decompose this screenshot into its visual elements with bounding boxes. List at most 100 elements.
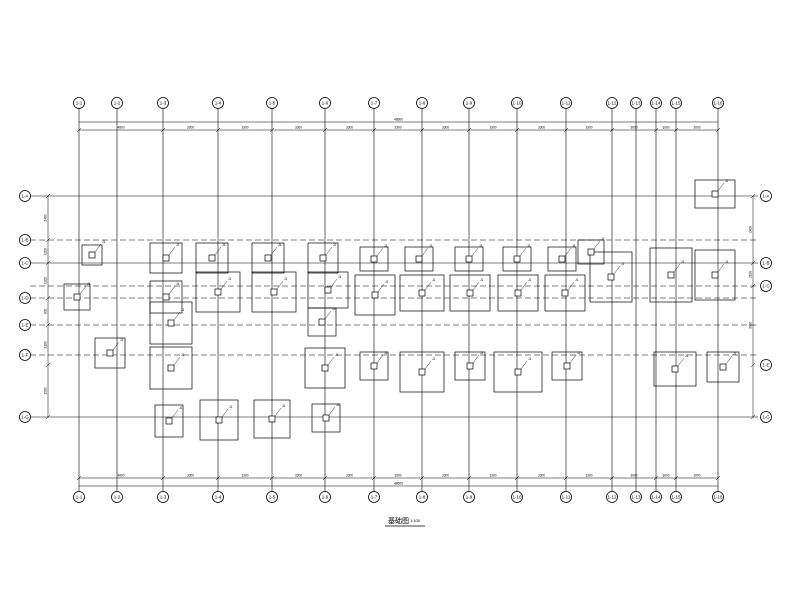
column-30	[563, 362, 571, 370]
footing-tag: J1	[429, 244, 433, 248]
dim-right-value: 2100	[749, 271, 753, 278]
footing-tag: J1	[284, 277, 288, 281]
axis-bubble-label: 1-5	[269, 101, 276, 106]
axis-bubble-left-1-B	[19, 234, 31, 246]
axis-bubble-label: 1-16	[713, 495, 723, 500]
dim-right-value: 3000	[749, 322, 753, 329]
axis-bubble-right-1-B	[760, 257, 772, 269]
footing-tag: J1	[385, 280, 389, 284]
axis-bubble-top-1-2	[111, 97, 123, 109]
footing-tag: J1	[278, 243, 282, 247]
footing-leader	[221, 408, 229, 418]
dim-bottom-tick	[609, 475, 615, 481]
dim-left-value: 1200	[44, 277, 48, 284]
column-34	[711, 190, 719, 198]
dim-bottom-value: 3000	[693, 474, 700, 478]
axis-bubble-label: 1-15	[671, 495, 681, 500]
axis-bubble-label: 1-3	[160, 495, 167, 500]
dim-bottom-tick	[653, 475, 659, 481]
footing-11	[251, 271, 297, 313]
footing-leader	[324, 310, 332, 320]
footing-leader	[173, 356, 181, 366]
axis-bubble-bottom-1-15	[670, 491, 682, 503]
footing-tag: J1	[480, 278, 484, 282]
footing-tag: J1	[572, 244, 576, 248]
axis-bubble-top-1-8	[416, 97, 428, 109]
column-21	[466, 289, 474, 297]
footing-tag: J1	[228, 277, 232, 281]
footing-1	[81, 244, 103, 266]
dim-bottom-tick	[160, 475, 166, 481]
column-8	[208, 254, 216, 262]
axis-bubble-top-1-16	[712, 97, 724, 109]
dim-bottom-tick	[76, 475, 82, 481]
dim-left-tick	[45, 414, 51, 420]
axis-bubble-label: 1-3	[160, 101, 167, 106]
axis-bubble-top-1-13	[630, 97, 642, 109]
axis-bubble-label: 1-12	[607, 101, 617, 106]
dim-bottom-value: 3300	[538, 474, 545, 478]
footing-17	[354, 274, 396, 316]
axis-bubble-label: 1-12	[607, 495, 617, 500]
footing-tag: J1	[432, 278, 436, 282]
footing-leader	[112, 341, 120, 351]
column-17	[371, 291, 379, 299]
footing-34	[694, 179, 736, 209]
column-41	[719, 363, 727, 371]
axis-bubble-label: 1-7	[371, 101, 378, 106]
dim-top-tick	[653, 127, 659, 133]
dim-bottom-tick	[215, 475, 221, 481]
footing-leader	[421, 247, 429, 257]
dim-bottom-value: 3300	[394, 474, 401, 478]
footing-24	[547, 246, 577, 272]
footing-14	[307, 307, 337, 337]
footing-leader	[376, 354, 384, 364]
footing-tag: J1	[333, 243, 337, 247]
footing-tag: J1	[181, 353, 185, 357]
dim-bottom-value: 3300	[442, 474, 449, 478]
dim-top-value: 3300	[585, 126, 592, 130]
dim-top-value: 3300	[489, 126, 496, 130]
axis-bubble-label: 1-C	[21, 261, 29, 266]
axis-bubble-top-1-14	[650, 97, 662, 109]
dim-top-tick	[215, 127, 221, 133]
footing-19	[399, 274, 445, 312]
footing-leader	[424, 360, 432, 370]
axis-bubble-top-1-6	[319, 97, 331, 109]
dim-top-value: 4800	[117, 126, 124, 130]
footing-tag: J1	[335, 353, 339, 357]
axis-bubble-label: 1-2	[114, 101, 121, 106]
footing-leader	[472, 354, 480, 364]
axis-bubble-label: 1-A	[21, 194, 28, 199]
footing-tag: J1	[384, 351, 388, 355]
column-20	[465, 255, 473, 263]
dim-right-tick	[750, 260, 756, 266]
axis-bubble-top-1-9	[463, 97, 475, 109]
footing-leader	[593, 240, 601, 250]
axis-bubble-right-1-G	[760, 411, 772, 423]
dim-top-tick	[673, 127, 679, 133]
axis-bubbles: 1-11-11-21-21-31-31-41-41-51-51-61-61-71…	[19, 97, 772, 503]
column-16	[370, 255, 378, 263]
axis-bubble-left-1-F	[19, 349, 31, 361]
column-31	[607, 273, 615, 281]
dim-left-value: 1500	[44, 387, 48, 394]
dim-bottom-tick	[563, 475, 569, 481]
axis-bubble-bottom-1-3	[157, 491, 169, 503]
axis-bubble-label: 1-E	[762, 363, 769, 368]
footing-tag: J1	[179, 406, 183, 410]
dim-bottom-tick	[419, 475, 425, 481]
footing-leader	[270, 246, 278, 256]
footing-leader	[717, 182, 725, 192]
dim-top-value: 3300	[346, 126, 353, 130]
dim-top-tick	[563, 127, 569, 133]
axis-bubble-bottom-1-7	[368, 491, 380, 503]
axis-bubble-left-1-A	[19, 190, 31, 202]
axis-bubble-top-1-4	[212, 97, 224, 109]
footing-16	[359, 246, 389, 272]
axis-bubble-bottom-1-9	[463, 491, 475, 503]
column-28	[466, 362, 474, 370]
column-37	[268, 415, 276, 423]
axis-bubble-bottom-1-6	[319, 491, 331, 503]
axis-bubble-top-1-1	[73, 97, 85, 109]
